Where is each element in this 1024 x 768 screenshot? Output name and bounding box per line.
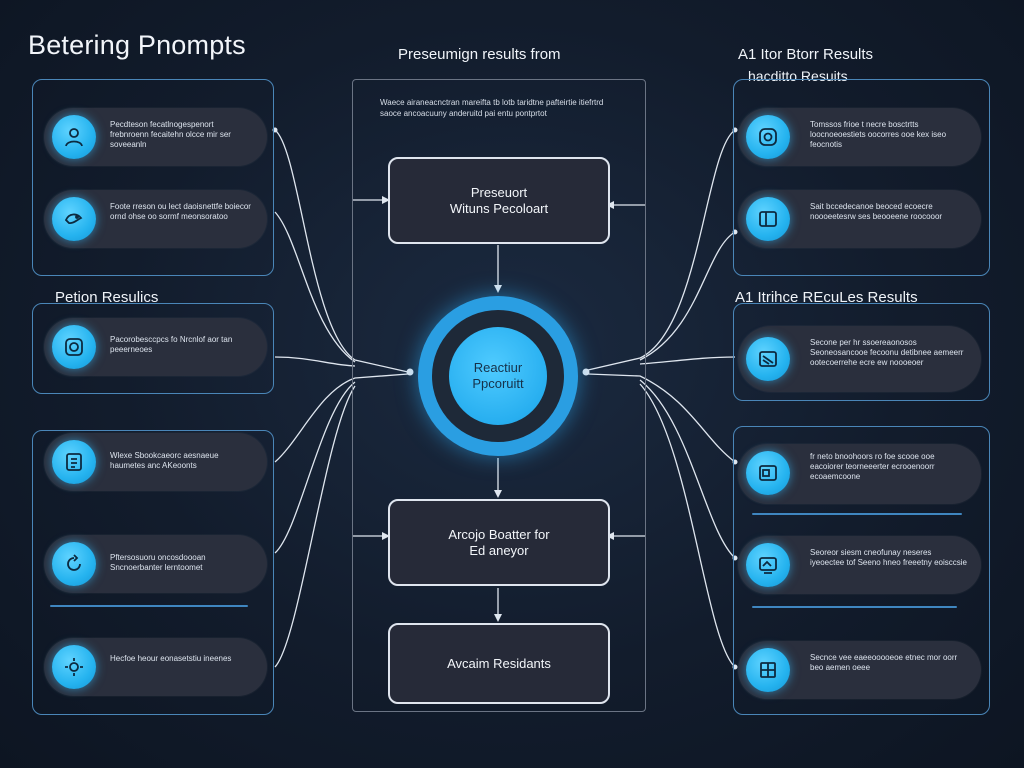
- card-text: Pecdteson fecatlnogespenort frebnroenn f…: [110, 120, 231, 149]
- card-text: Wlexe Sbookcaeorc aesnaeue haumetes anc …: [110, 451, 219, 470]
- grid-icon: [746, 648, 790, 692]
- card-text: Hecfoe heour eonasetstiu ineenes: [110, 654, 232, 663]
- right-card-2[interactable]: Sait bccedecanoe beoced ecoecre noooeete…: [738, 190, 981, 248]
- card-text: Pacorobesccpcs fo Nrcnlof aor tan peeern…: [110, 335, 233, 354]
- card-text: Tomssos frioe t necre bosctrtts loocnoeo…: [810, 120, 947, 149]
- center-title: Preseumign results from: [398, 46, 561, 63]
- left-card-2[interactable]: Foote rreson ou lect daoisnettfe boiecor…: [44, 190, 267, 248]
- card-text: fr neto bnoohoors ro foe scooe ooe eacoi…: [810, 452, 935, 481]
- image-icon: [746, 197, 790, 241]
- hub-line2: Ppcoruitt: [472, 376, 524, 391]
- left-card-6[interactable]: Hecfoe heour eonasetstiu ineenes: [44, 638, 267, 696]
- left-panel-bottom: [32, 430, 274, 715]
- right-card-6[interactable]: Secnce vee eaeeooooeoe etnec mor oorr be…: [738, 641, 981, 699]
- bird-icon: [52, 197, 96, 241]
- right-divider-2: [752, 606, 957, 608]
- hub-core: Reactiur Ppcoruitt: [449, 327, 547, 425]
- card-text: Secone per hr ssoereaonosos Seoneosancoo…: [810, 338, 964, 367]
- center-description: Waece airaneacnctran mareifta tb lotb ta…: [380, 98, 604, 118]
- left-section-label: Petion Resulics: [55, 289, 159, 306]
- right-card-1[interactable]: Tomssos frioe t necre bosctrtts loocnoeo…: [738, 108, 981, 166]
- hub-line1: Reactiur: [473, 360, 523, 375]
- flow-box-preseuort[interactable]: Preseuort Wituns Pecoloart: [388, 157, 610, 244]
- right-title: A1 Itor Btorr Results: [738, 46, 874, 63]
- left-card-5[interactable]: Pftersosuoru oncosdoooan Sncnoerbanter l…: [44, 535, 267, 593]
- gear-icon: [52, 645, 96, 689]
- flow-box-line1: Arcojo Boatter for: [448, 526, 550, 542]
- center-hub[interactable]: Reactiur Ppcoruitt: [418, 296, 578, 456]
- right-divider-1: [752, 513, 962, 515]
- right-panel-bottom: [733, 426, 990, 715]
- right-section-label: A1 Itrihce REcuLes Results: [735, 289, 918, 306]
- user-icon: [52, 115, 96, 159]
- right-card-3[interactable]: Secone per hr ssoereaonosos Seoneosancoo…: [738, 326, 981, 392]
- flow-box-avcaim[interactable]: Avcaim Residants: [388, 623, 610, 704]
- document-icon: [52, 440, 96, 484]
- right-panel-top: [733, 79, 990, 276]
- target-icon: [746, 115, 790, 159]
- left-card-3[interactable]: Pacorobesccpcs fo Nrcnlof aor tan peeern…: [44, 318, 267, 376]
- right-card-5[interactable]: Seoreor siesm cneofunay neseres iyeoecte…: [738, 536, 981, 594]
- flow-box-line1: Preseuort: [470, 184, 528, 200]
- right-subtitle: hacditto Resuits: [748, 68, 848, 84]
- card-text: Seoreor siesm cneofunay neseres iyeoecte…: [810, 548, 967, 567]
- left-panel-middle: [32, 303, 274, 394]
- flow-box-line2: Ed aneyor: [469, 542, 529, 558]
- flow-box-arcojo[interactable]: Arcojo Boatter for Ed aneyor: [388, 499, 610, 586]
- flow-box-line1: Avcaim Residants: [447, 655, 551, 671]
- center-panel: [352, 79, 646, 712]
- layout-icon: [746, 451, 790, 495]
- flow-box-line2: Wituns Pecoloart: [449, 200, 549, 216]
- main-title: Betering Pnompts: [28, 30, 246, 60]
- chart-icon: [746, 337, 790, 381]
- left-card-1[interactable]: Pecdteson fecatlnogespenort frebnroenn f…: [44, 108, 267, 166]
- card-text: Pftersosuoru oncosdoooan Sncnoerbanter l…: [110, 553, 206, 572]
- search-icon: [52, 325, 96, 369]
- left-panel-top: [32, 79, 274, 276]
- right-card-4[interactable]: fr neto bnoohoors ro foe scooe ooe eacoi…: [738, 444, 981, 504]
- right-panel-middle: [733, 303, 990, 401]
- left-divider: [50, 605, 248, 607]
- left-card-4[interactable]: Wlexe Sbookcaeorc aesnaeue haumetes anc …: [44, 433, 267, 491]
- card-text: Sait bccedecanoe beoced ecoecre noooeete…: [810, 202, 943, 221]
- monitor-icon: [746, 543, 790, 587]
- card-text: Secnce vee eaeeooooeoe etnec mor oorr be…: [810, 653, 958, 672]
- card-text: Foote rreson ou lect daoisnettfe boiecor…: [110, 202, 251, 221]
- refresh-icon: [52, 542, 96, 586]
